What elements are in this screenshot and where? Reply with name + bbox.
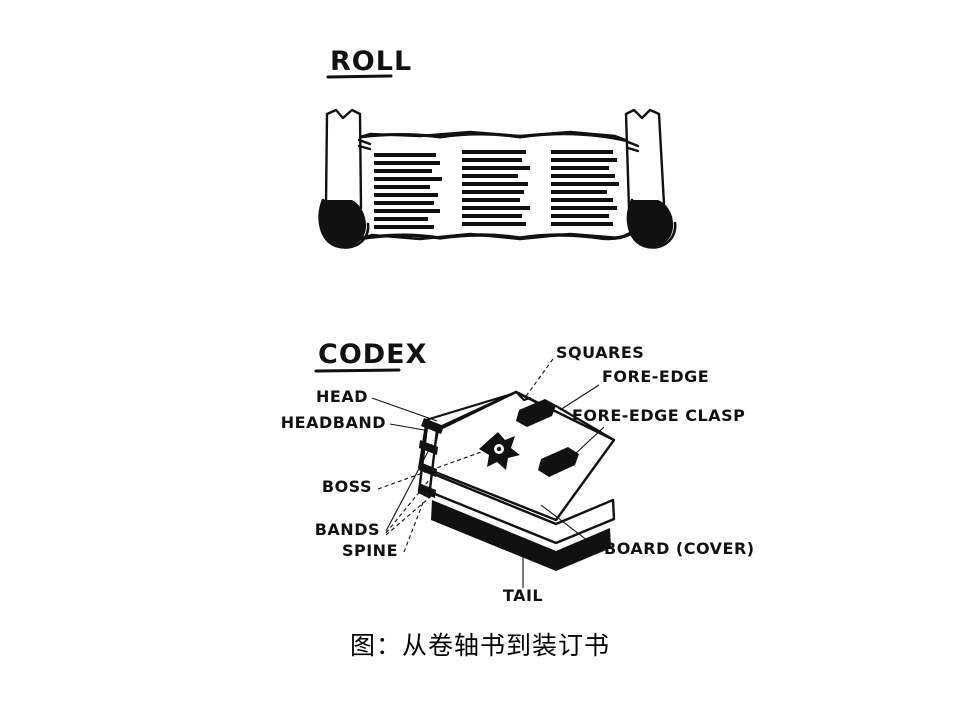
codex-text-block-tail (431, 500, 611, 571)
label-squares: SQUARES (556, 343, 644, 362)
figure-caption: 图：从卷轴书到装订书 (349, 631, 610, 660)
leader-headband (389, 423, 425, 431)
codex-headband (421, 418, 444, 434)
label-boss: BOSS (322, 477, 372, 496)
roller-right-outline (626, 198, 677, 249)
codex-head (436, 390, 540, 430)
scroll-roller-left (318, 108, 370, 249)
leader-squares (523, 358, 554, 400)
codex-spine-bands (418, 440, 438, 498)
label-fore-edge: FORE-EDGE (602, 367, 709, 386)
codex-title: CODEX (318, 339, 427, 370)
roller-right-coil-spiral (636, 210, 665, 241)
scroll-bottom-edge (356, 232, 632, 241)
leader-head (371, 397, 438, 422)
scroll-text-columns (374, 150, 619, 229)
scroll-roller-right (624, 108, 677, 249)
codex-fore-edge-clasp-upper (516, 399, 556, 427)
codex-fore-edge (554, 404, 616, 442)
roll-title: ROLL (330, 46, 412, 77)
leader-boss (377, 450, 485, 490)
codex-leader-lines (371, 358, 605, 588)
codex-head-edge (424, 392, 514, 422)
roll-illustration (318, 108, 677, 249)
roller-left-coil-spiral (328, 210, 357, 242)
label-head: HEAD (316, 387, 368, 406)
label-fore-edge-clasp: FORE-EDGE CLASP (572, 406, 745, 425)
scroll-text-column-3 (551, 150, 619, 226)
codex-fore-edge-clasp-lower (538, 447, 579, 477)
roll-section: ROLL (318, 46, 677, 249)
label-tail: TAIL (503, 586, 543, 605)
leader-fore-edge (559, 384, 600, 411)
label-headband: HEADBAND (281, 413, 386, 432)
scroll-text-column-1 (374, 153, 442, 229)
label-bands: BANDS (315, 520, 380, 539)
leader-board-cover (540, 504, 601, 551)
codex-title-underline (314, 368, 401, 373)
leader-bands-1 (385, 443, 433, 532)
scroll-text-column-2 (462, 150, 530, 226)
leader-fore-edge-clasp (573, 426, 605, 456)
label-spine: SPINE (342, 541, 398, 560)
leader-spine (403, 499, 425, 553)
scroll-top-edge (358, 132, 630, 143)
roller-left-outline (318, 198, 370, 249)
leader-bands-2 (385, 473, 435, 534)
codex-boss (479, 432, 520, 470)
label-board-cover: BOARD (COVER) (604, 539, 755, 558)
roll-title-underline (326, 74, 393, 79)
codex-labels: HEAD HEADBAND BOSS BANDS SPINE SQUARES F… (281, 343, 755, 605)
scroll-left-join (357, 138, 372, 151)
scroll-right-join (626, 140, 640, 153)
leader-bands-3 (385, 491, 437, 536)
codex-page-lines (435, 505, 607, 568)
codex-section: CODEX (281, 339, 755, 605)
